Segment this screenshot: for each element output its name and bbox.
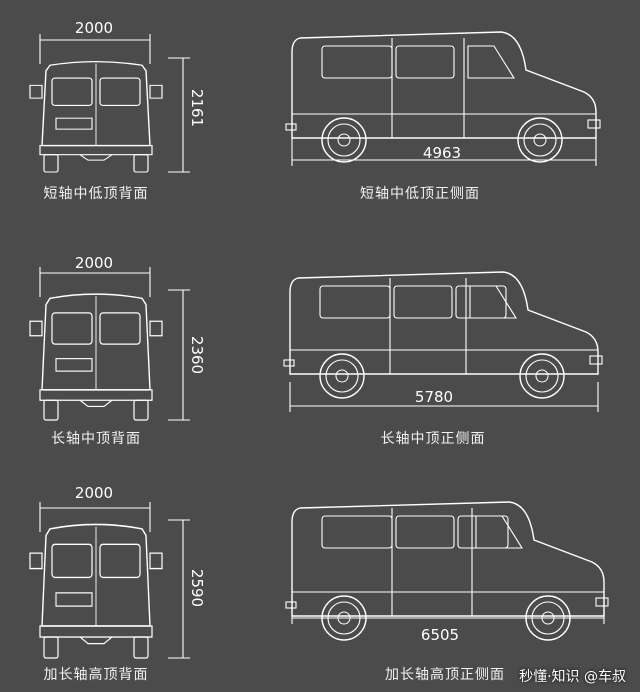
back-height-label-3: 2590 <box>188 568 206 608</box>
back-height-label-1: 2161 <box>188 88 206 128</box>
side-length-label-2: 5780 <box>414 388 454 406</box>
back-caption-3: 加长轴高顶背面 <box>43 667 149 683</box>
side-view-van-2 <box>283 271 603 399</box>
side-view-van-3 <box>285 501 609 641</box>
watermark: 秒懂·知识 @车叔 <box>519 669 626 685</box>
back-caption-1: 短轴中低顶背面 <box>43 186 149 202</box>
back-view-van-2 <box>29 293 163 421</box>
back-view-van-3 <box>29 523 163 659</box>
back-view-van-1 <box>29 60 163 173</box>
side-caption-1: 短轴中低顶正侧面 <box>360 186 480 202</box>
side-length-label-1: 4963 <box>422 144 462 162</box>
side-caption-2: 长轴中顶正侧面 <box>380 431 486 447</box>
side-view-van-1 <box>285 31 601 163</box>
back-width-label-2: 2000 <box>74 254 114 272</box>
back-width-label-3: 2000 <box>74 484 114 502</box>
back-caption-2: 长轴中顶背面 <box>51 431 141 447</box>
side-length-label-3: 6505 <box>420 626 460 644</box>
side-caption-3: 加长轴高顶正侧面 <box>385 667 505 683</box>
back-height-label-2: 2360 <box>188 335 206 375</box>
back-width-label-1: 2000 <box>74 19 114 37</box>
